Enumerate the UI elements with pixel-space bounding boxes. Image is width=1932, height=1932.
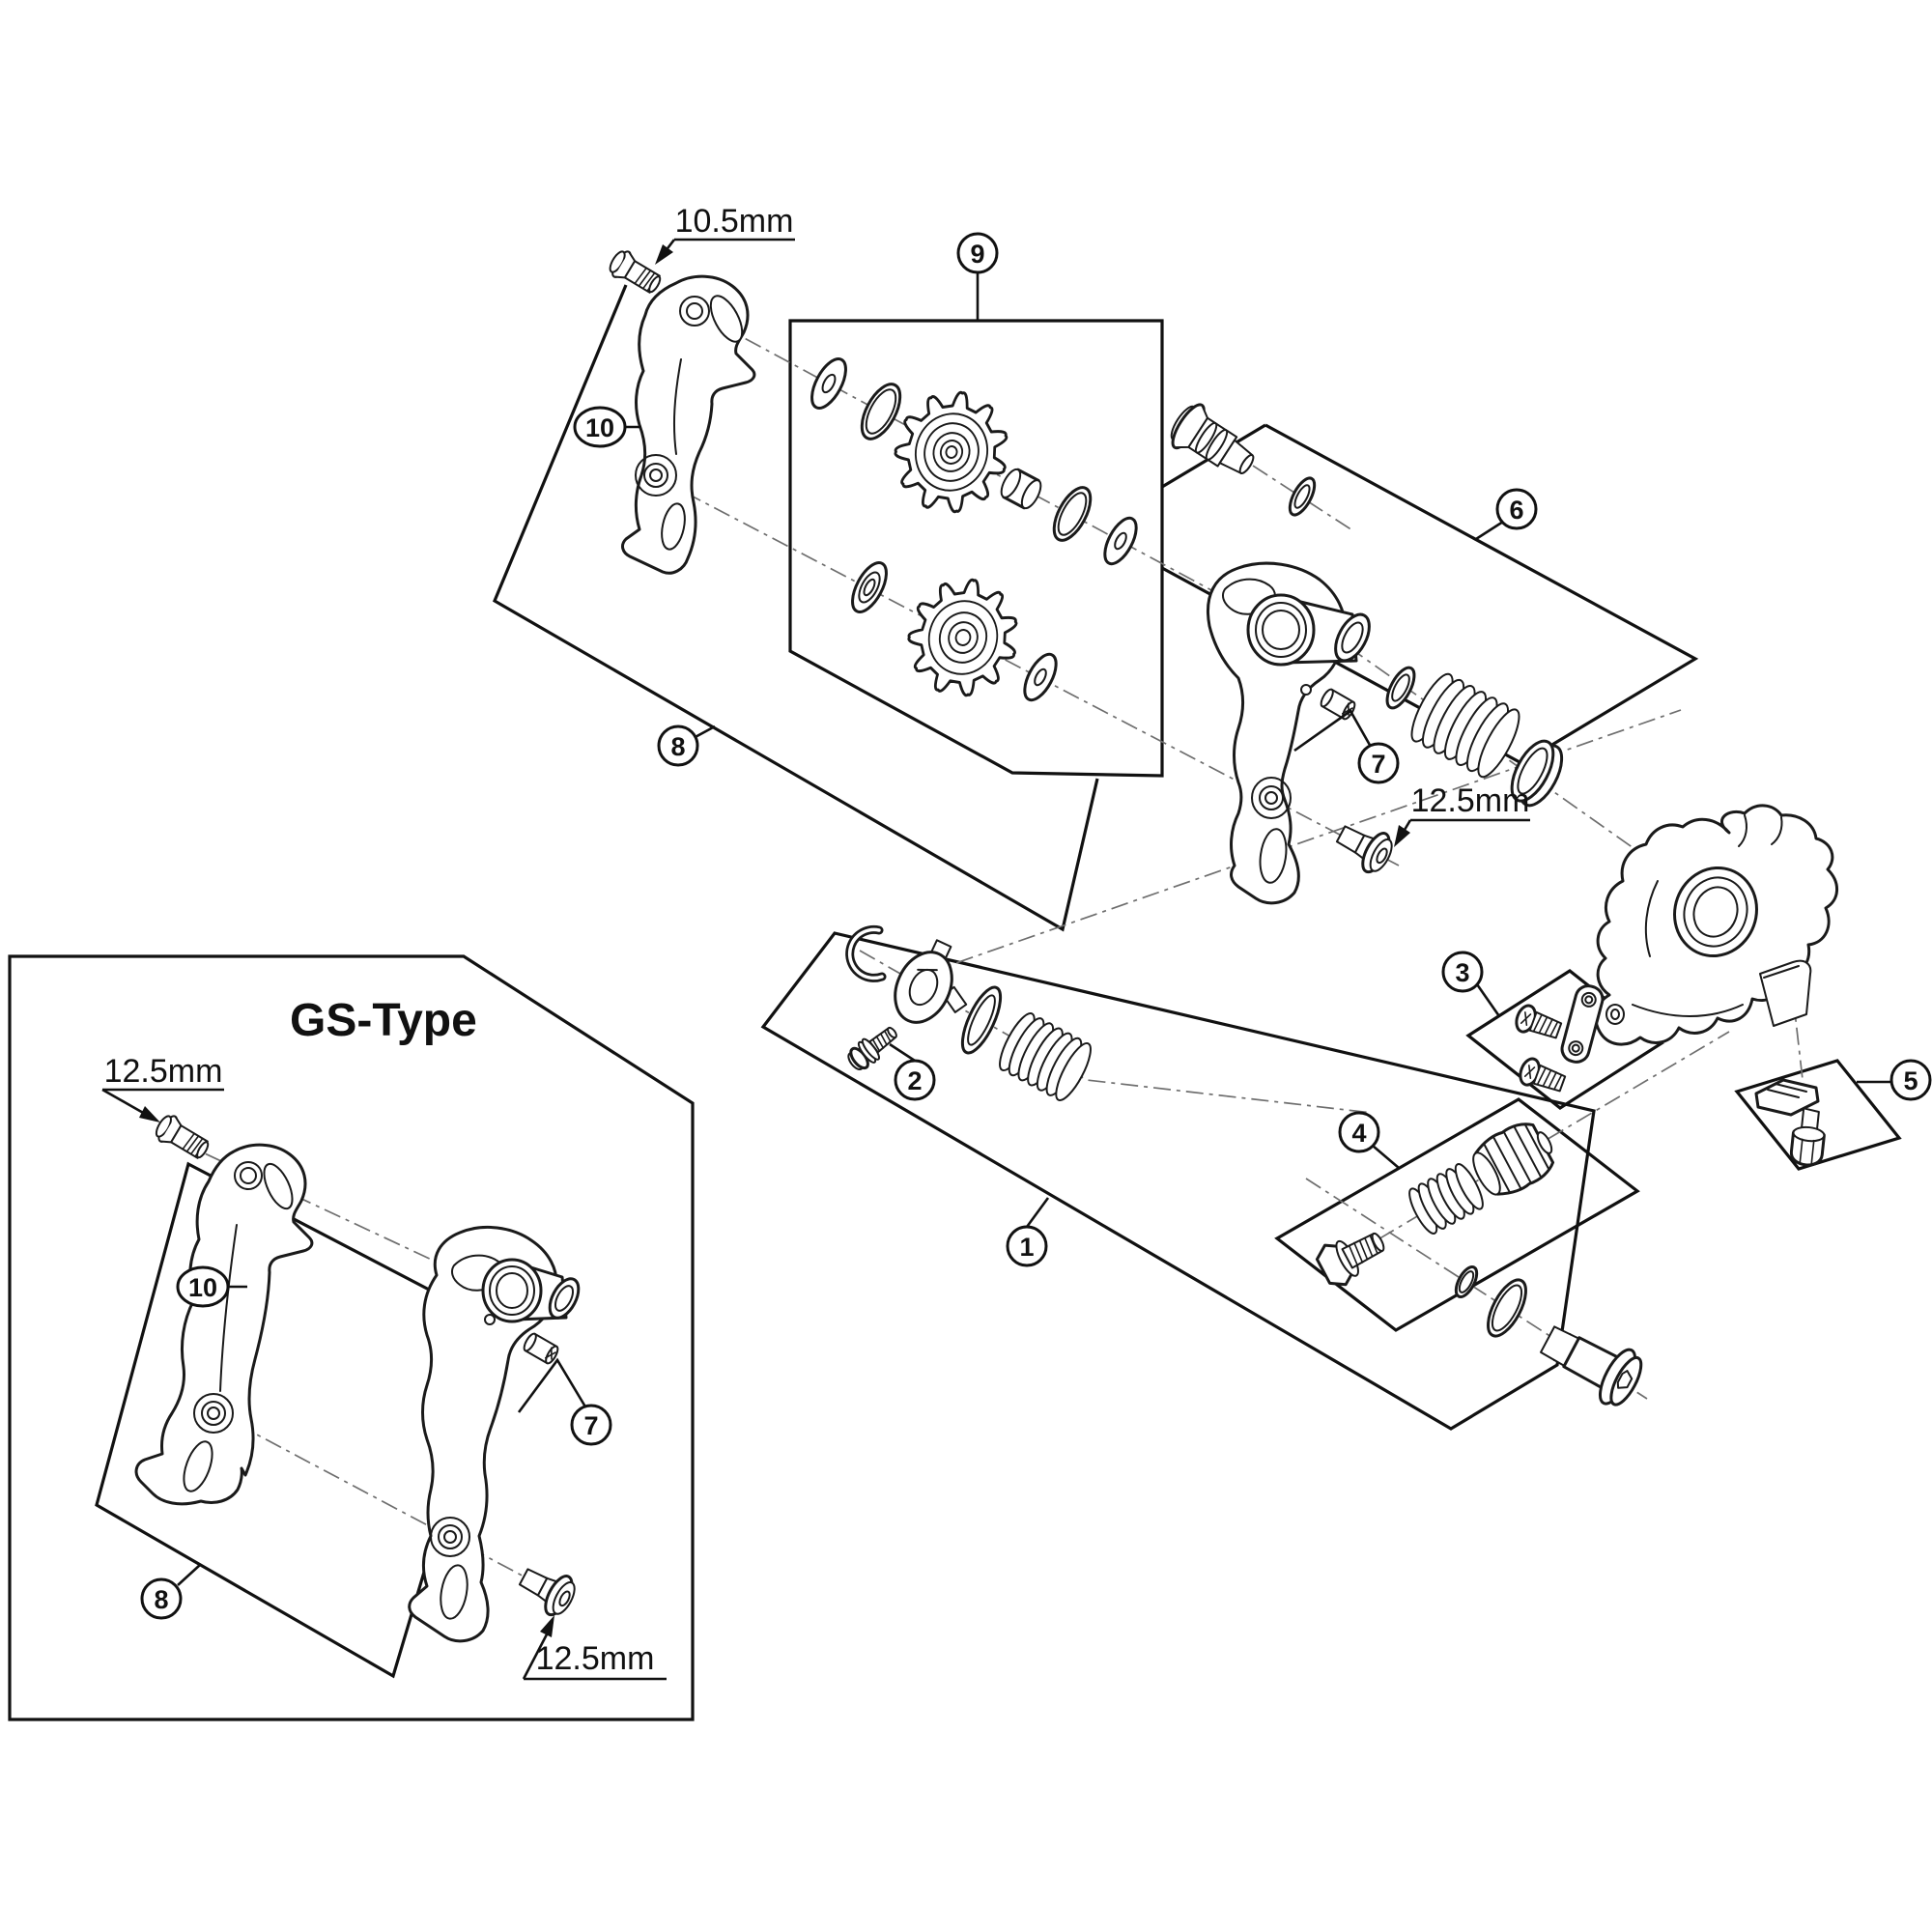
callout-4-number: 4 bbox=[1351, 1119, 1366, 1148]
gs-dim-upper-label: 12.5mm bbox=[104, 1053, 223, 1090]
outer-cage-plate-main bbox=[1207, 561, 1371, 905]
gs-dim-lower-label: 12.5mm bbox=[536, 1640, 655, 1677]
gs-callout-8: 8 bbox=[140, 1577, 183, 1620]
callout-4: 4 bbox=[1338, 1111, 1380, 1153]
callout-8-number: 8 bbox=[670, 732, 685, 761]
box-part1-axle-assy bbox=[760, 931, 1596, 1431]
dim-10-5mm-label: 10.5mm bbox=[675, 203, 794, 240]
callout-3-number: 3 bbox=[1455, 958, 1469, 987]
box-part8-main bbox=[492, 284, 1099, 932]
guide-pulley bbox=[894, 390, 1009, 514]
gs-title: GS-Type bbox=[290, 995, 477, 1046]
outer-plate-axle-boss bbox=[1246, 593, 1371, 667]
pulley-kit-seal-2 bbox=[1052, 486, 1093, 542]
dim-12-5mm-main-arrowhead bbox=[1394, 825, 1410, 847]
adjuster-barrel bbox=[1472, 1122, 1555, 1196]
callout-7-main: 7 bbox=[1357, 742, 1400, 784]
axis-plunger-bolt bbox=[1197, 429, 1353, 531]
leader-lines bbox=[177, 272, 1891, 1586]
callout-5-number: 5 bbox=[1903, 1066, 1918, 1095]
gs-inner-cage-plate bbox=[134, 1143, 314, 1506]
pulley-bolt-10-5mm bbox=[609, 250, 662, 294]
stopper-plate-screw bbox=[847, 1026, 897, 1071]
adjuster-bolt bbox=[1315, 1232, 1385, 1287]
gs-axis-lower bbox=[207, 1407, 561, 1597]
pulley-kit-seal-1 bbox=[860, 383, 902, 440]
b-tension-plunger-bolt bbox=[1170, 403, 1255, 474]
gs-callout-7: 7 bbox=[570, 1404, 612, 1446]
axle-washer bbox=[960, 985, 1003, 1055]
gs-cage-stop-set-screw bbox=[523, 1332, 559, 1365]
dim-12-5mm-main-label: 12.5mm bbox=[1411, 782, 1530, 819]
adjuster-spring bbox=[1408, 1163, 1484, 1235]
inner-cage-plate-main bbox=[621, 274, 756, 575]
callout-6: 6 bbox=[1495, 488, 1538, 530]
bracket-axle-plate bbox=[1560, 984, 1605, 1064]
derailleur-body bbox=[1594, 804, 1838, 1046]
gs-pulley-bolt-lower bbox=[518, 1568, 576, 1617]
box-part6-outer-plate-assy bbox=[1161, 423, 1699, 765]
callout-3: 3 bbox=[1441, 951, 1484, 993]
dim-10-5mm: 10.5mm bbox=[655, 203, 795, 265]
box-part9-pulley-kit bbox=[788, 319, 1164, 778]
cable-fixing-plate bbox=[1754, 1078, 1820, 1117]
gs-dim-upper-arrowhead bbox=[139, 1106, 160, 1122]
b-axle-o-ring-small bbox=[1454, 1265, 1479, 1298]
callout-10-main: 10 bbox=[573, 406, 627, 448]
gs-callout-8-number: 8 bbox=[154, 1585, 168, 1614]
pulley-bushing bbox=[1000, 468, 1042, 510]
axis-cable-adjuster bbox=[1350, 1031, 1730, 1257]
body-cable-clamp-tab bbox=[1759, 959, 1812, 1027]
bracket-screw-upper bbox=[1515, 1004, 1563, 1039]
callout-1: 1 bbox=[1006, 1225, 1048, 1267]
cage-stopper-plate bbox=[894, 939, 968, 1024]
cable-fixing-bolt bbox=[1789, 1107, 1826, 1167]
axle-snap-clip bbox=[845, 924, 887, 982]
callout-2: 2 bbox=[894, 1059, 936, 1101]
gs-outer-plate-axle-boss bbox=[481, 1258, 581, 1323]
gs-type-box bbox=[8, 954, 695, 1721]
box-part5-cable-clamp bbox=[1734, 1059, 1902, 1171]
gs-title-text: GS-Type bbox=[290, 995, 477, 1046]
dim-12-5mm-main: 12.5mm bbox=[1394, 782, 1530, 847]
box-part4-cable-adjuster bbox=[1274, 1097, 1640, 1332]
plunger-washer bbox=[1288, 476, 1317, 517]
b-pivot-washer bbox=[1385, 666, 1416, 710]
gs-callout-10: 10 bbox=[176, 1265, 230, 1308]
pulley-kit-washer-2 bbox=[1103, 516, 1138, 566]
b-axle-bolt bbox=[1540, 1325, 1643, 1406]
cage-stop-set-screw-main bbox=[1320, 688, 1356, 721]
pulley-kit-washer-1 bbox=[810, 357, 847, 410]
tension-pulley bbox=[907, 578, 1018, 697]
dim-10-5mm-arrowhead bbox=[655, 244, 673, 265]
gs-dim-12-5mm-lower: 12.5mm bbox=[522, 1615, 667, 1681]
gs-box-part8 bbox=[95, 1161, 499, 1679]
bracket-screw-lower bbox=[1519, 1057, 1567, 1093]
b-pivot-bushing bbox=[1510, 739, 1564, 808]
gs-pulley-bolt-upper bbox=[155, 1115, 210, 1159]
callout-9-number: 9 bbox=[970, 240, 984, 269]
p-tension-spring bbox=[999, 1012, 1092, 1101]
gs-outer-cage-plate bbox=[408, 1226, 581, 1643]
axis-main-pivot bbox=[924, 709, 1682, 975]
gs-callout-7-number: 7 bbox=[583, 1411, 598, 1440]
gs-dim-12-5mm-upper: 12.5mm bbox=[101, 1053, 224, 1122]
callout-1-number: 1 bbox=[1019, 1233, 1034, 1262]
callout-2-number: 2 bbox=[907, 1066, 922, 1095]
callout-5: 5 bbox=[1889, 1059, 1932, 1101]
pulley-bearing-washer bbox=[851, 561, 888, 613]
b-tension-spring bbox=[1410, 672, 1520, 779]
callout-10-number: 10 bbox=[585, 413, 614, 442]
callout-9: 9 bbox=[956, 232, 999, 274]
gs-dim-lower-arrowhead bbox=[540, 1615, 554, 1637]
callout-6-number: 6 bbox=[1509, 496, 1523, 525]
pulley-kit-washer-3 bbox=[1023, 652, 1058, 702]
b-axle-o-ring-large bbox=[1487, 1278, 1527, 1338]
callout-7-number: 7 bbox=[1371, 750, 1385, 779]
callout-8-main: 8 bbox=[657, 724, 699, 767]
pulley-bolt-12-5mm-main bbox=[1335, 825, 1393, 874]
gs-callout-10-number: 10 bbox=[188, 1273, 217, 1302]
axis-part1-assembly bbox=[859, 950, 1373, 1114]
